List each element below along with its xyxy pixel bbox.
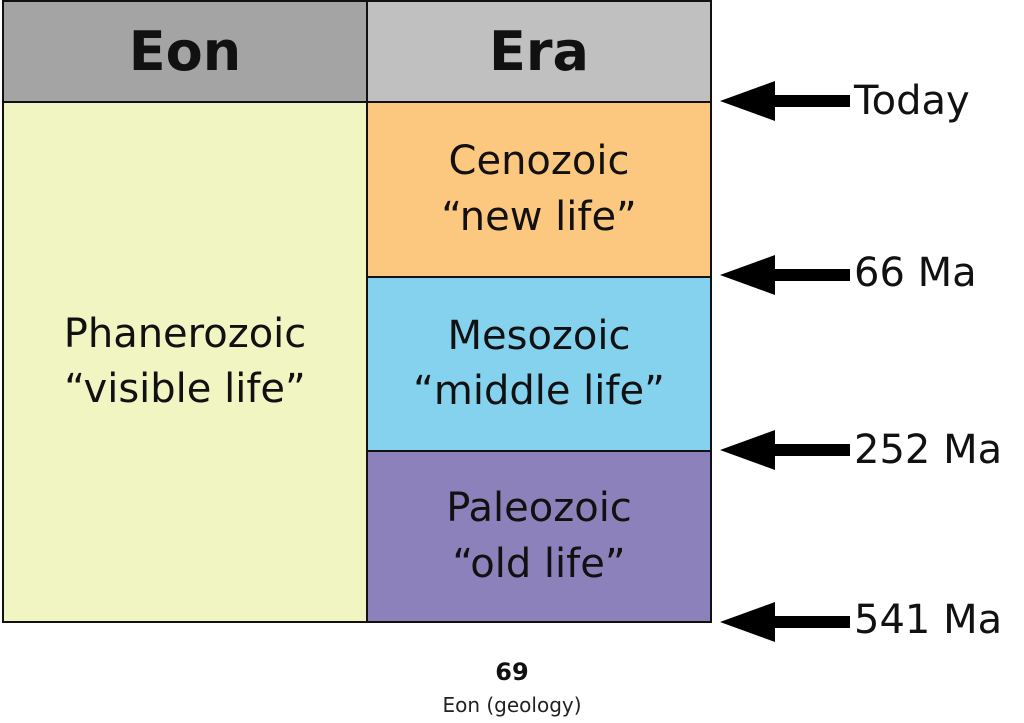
eon-name: Phanerozoic	[63, 310, 307, 357]
eon-phanerozoic: Phanerozoic “visible life”	[2, 101, 368, 623]
boundary-label-66: 66 Ma	[854, 250, 977, 296]
arrow-left-icon	[720, 81, 850, 121]
era-cenozoic: Cenozoic “new life”	[366, 101, 712, 278]
era-mesozoic: Mesozoic “middle life”	[366, 276, 712, 452]
arrow-left-icon	[720, 602, 850, 642]
era-header: Era	[366, 0, 712, 103]
era-name: Mesozoic	[447, 312, 631, 359]
era-meaning: “new life”	[441, 193, 637, 240]
eon-header: Eon	[2, 0, 368, 103]
arrow-left-icon	[720, 255, 850, 295]
page-number: 69	[495, 658, 529, 686]
boundary-label-541: 541 Ma	[854, 597, 1003, 643]
boundary-label-today: Today	[854, 78, 970, 124]
era-name: Cenozoic	[448, 138, 630, 185]
era-header-label: Era	[489, 20, 589, 83]
era-meaning: “old life”	[452, 540, 626, 587]
eon-header-label: Eon	[128, 20, 242, 83]
arrow-left-icon	[720, 430, 850, 470]
boundary-label-252: 252 Ma	[854, 427, 1003, 473]
era-name: Paleozoic	[446, 485, 632, 532]
era-paleozoic: Paleozoic “old life”	[366, 450, 712, 623]
era-meaning: “middle life”	[413, 368, 665, 414]
eon-meaning: “visible life”	[64, 366, 306, 412]
caption: Eon (geology)	[442, 693, 582, 717]
